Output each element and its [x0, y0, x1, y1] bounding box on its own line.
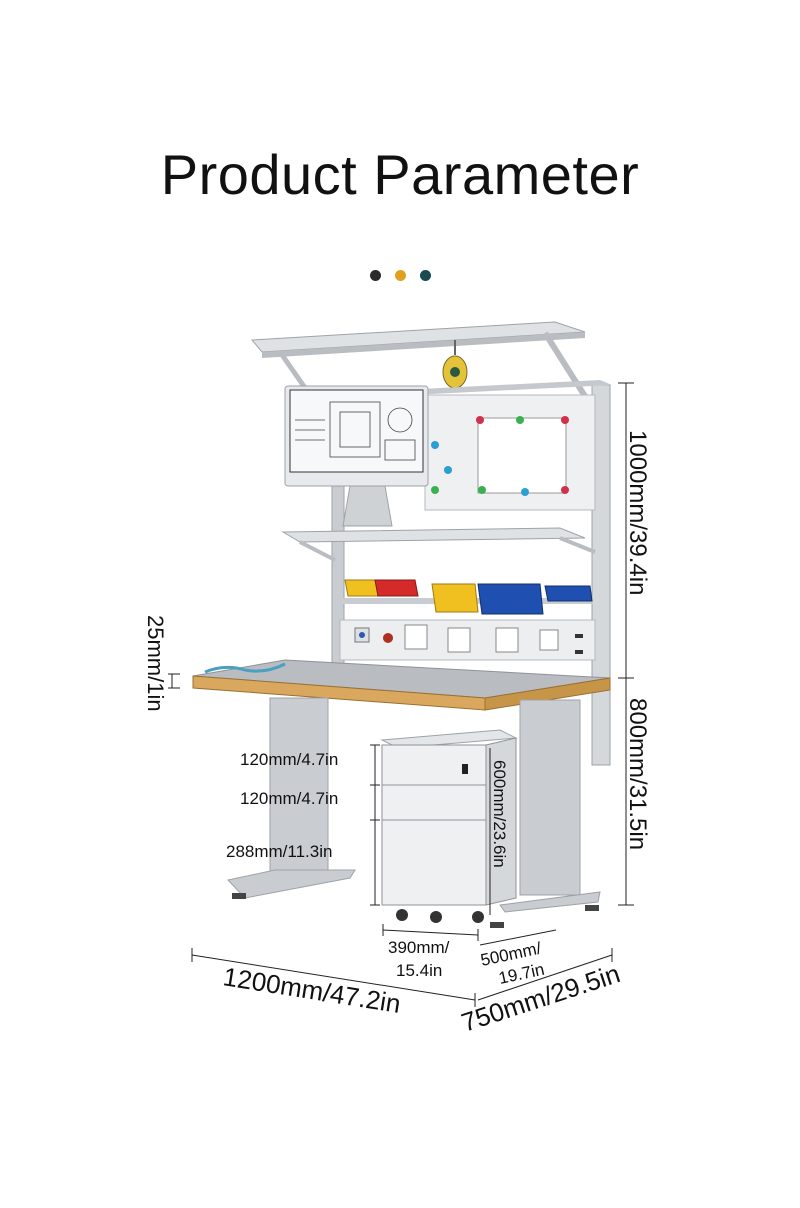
dimension-lines	[168, 382, 634, 1007]
top-light-bar	[250, 321, 603, 422]
upper-height-label: 1000mm/39.4in	[624, 430, 651, 595]
dot-teal	[420, 270, 431, 281]
drawer-top-label: 120mm/4.7in	[240, 750, 338, 769]
tool-balancer	[442, 340, 468, 389]
cabinet-width-label-a: 390mm/	[388, 938, 450, 957]
decorative-dots	[370, 270, 432, 282]
thickness-label: 25mm/1in	[143, 615, 168, 712]
monitor	[284, 385, 429, 527]
pegboard	[424, 394, 596, 511]
storage-bins	[343, 579, 593, 615]
lower-height-label: 800mm/31.5in	[624, 698, 651, 850]
drawer-mid-label: 120mm/4.7in	[240, 789, 338, 808]
monitor-shelf	[281, 527, 596, 562]
drawer-bottom-label: 288mm/11.3in	[226, 842, 332, 861]
dot-orange	[395, 270, 406, 281]
dot-dark	[370, 270, 381, 281]
bench-legs	[227, 697, 601, 928]
page-title: Product Parameter	[160, 143, 640, 206]
drawer-cabinet	[380, 729, 518, 923]
socket-panel	[339, 619, 596, 661]
worktop	[192, 659, 611, 711]
bench-width-label: 1200mm/47.2in	[221, 961, 403, 1019]
cabinet-height-label: 600mm/23.6in	[490, 760, 509, 868]
cabinet-width-label-b: 15.4in	[396, 961, 442, 980]
